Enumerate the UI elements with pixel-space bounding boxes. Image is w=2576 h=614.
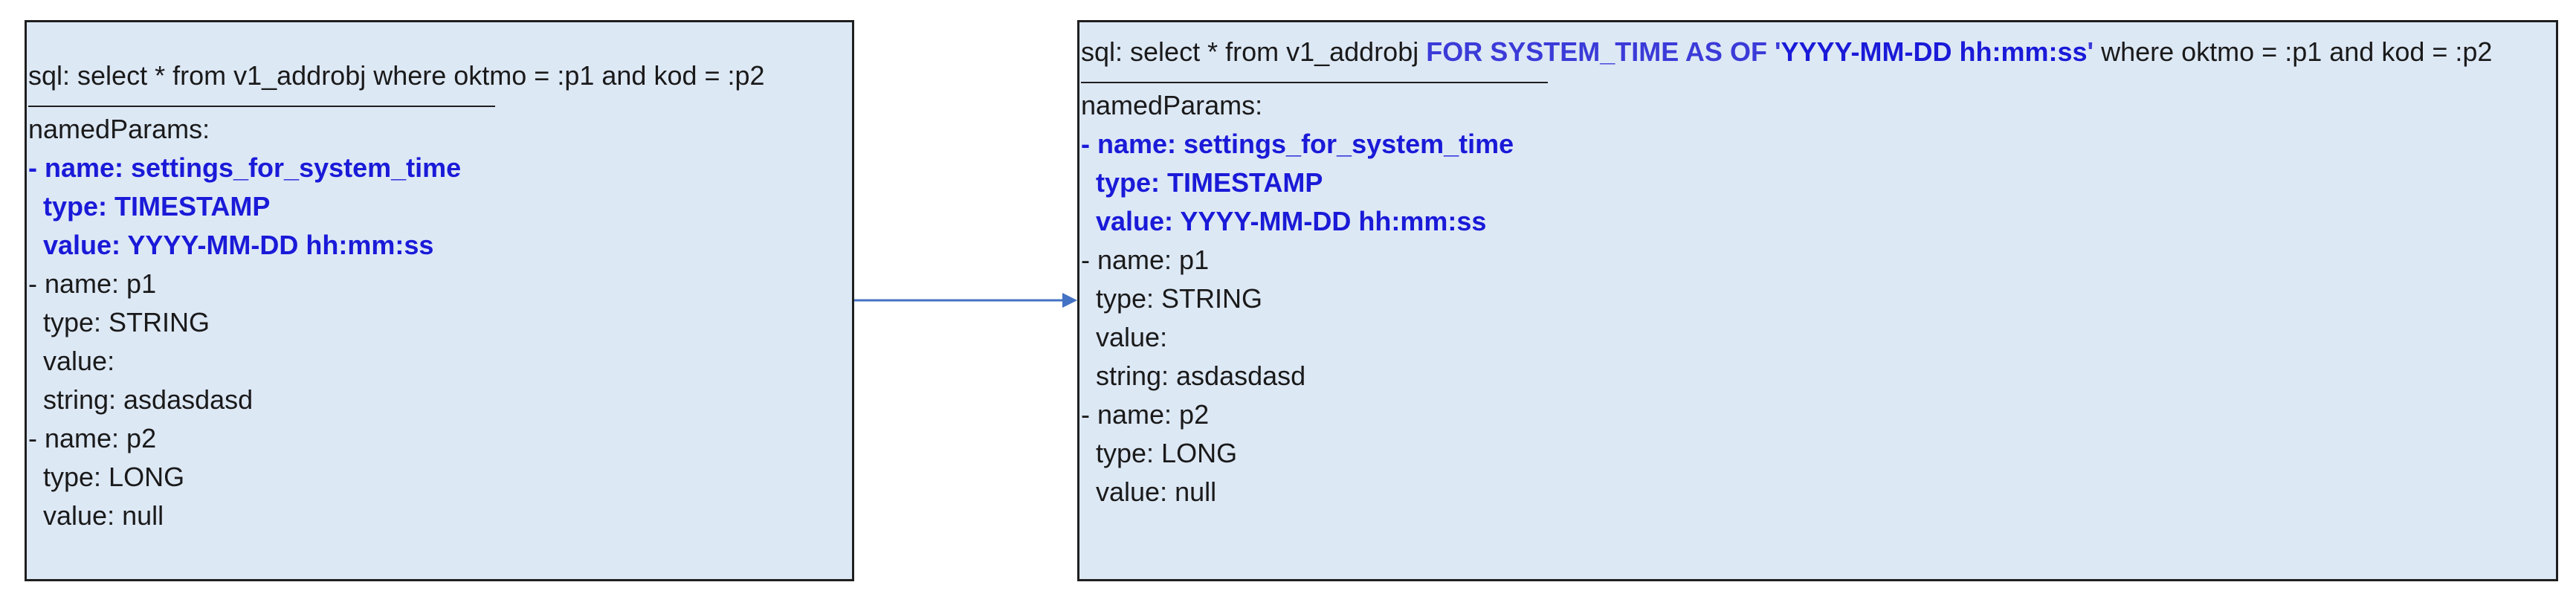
system-time-param-name: - name: settings_for_system_time: [28, 152, 462, 183]
p1-type: type: STRING: [43, 307, 210, 337]
sql-suffix: where oktmo = :p1 and kod = :p2: [2094, 36, 2493, 67]
arrow-head-icon: [1062, 293, 1077, 308]
system-time-param-value: value: YYYY-MM-DD hh:mm:ss: [1096, 206, 1487, 236]
p2-type: type: LONG: [1096, 438, 1238, 468]
p1-string: string: asdasdasd: [43, 384, 254, 415]
p2-value: value: null: [1096, 476, 1217, 507]
sql-system-time-clause: FOR SYSTEM_TIME AS OF ': [1426, 36, 1781, 67]
sql-text: sql: select * from v1_addrobj FOR SYSTEM…: [1079, 33, 2556, 71]
system-time-param-name: - name: settings_for_system_time: [1081, 129, 1514, 159]
p1-string: string: asdasdasd: [1096, 361, 1306, 391]
named-params-label: namedParams:: [28, 114, 210, 144]
named-params-label: namedParams:: [1081, 90, 1263, 120]
p2-value: value: null: [43, 500, 164, 531]
sql-timestamp: YYYY-MM-DD hh:mm:ss: [1781, 36, 2088, 67]
sql-prefix: sql: select * from v1_addrobj: [1081, 36, 1427, 67]
p2-name: - name: p2: [1081, 399, 1210, 430]
system-time-param-type: type: TIMESTAMP: [1096, 167, 1323, 198]
p1-value: value:: [1096, 322, 1168, 352]
p1-name: - name: p1: [1081, 245, 1210, 275]
p2-name: - name: p2: [28, 423, 157, 453]
sql-clause-end: ': [2087, 36, 2094, 67]
p1-value: value:: [43, 346, 115, 376]
p1-type: type: STRING: [1096, 283, 1263, 314]
system-time-param-type: type: TIMESTAMP: [43, 191, 271, 222]
system-time-param-value: value: YYYY-MM-DD hh:mm:ss: [43, 230, 434, 260]
original-query-box: sql: select * from v1_addrobj where oktm…: [25, 20, 854, 581]
sql-text: sql: select * from v1_addrobj where oktm…: [28, 60, 765, 91]
separator-line: [1081, 82, 1548, 83]
system-time-query-box: sql: select * from v1_addrobj FOR SYSTEM…: [1077, 20, 2558, 581]
separator-line: [28, 106, 495, 107]
p1-name: - name: p1: [28, 268, 157, 299]
p2-type: type: LONG: [43, 462, 185, 492]
